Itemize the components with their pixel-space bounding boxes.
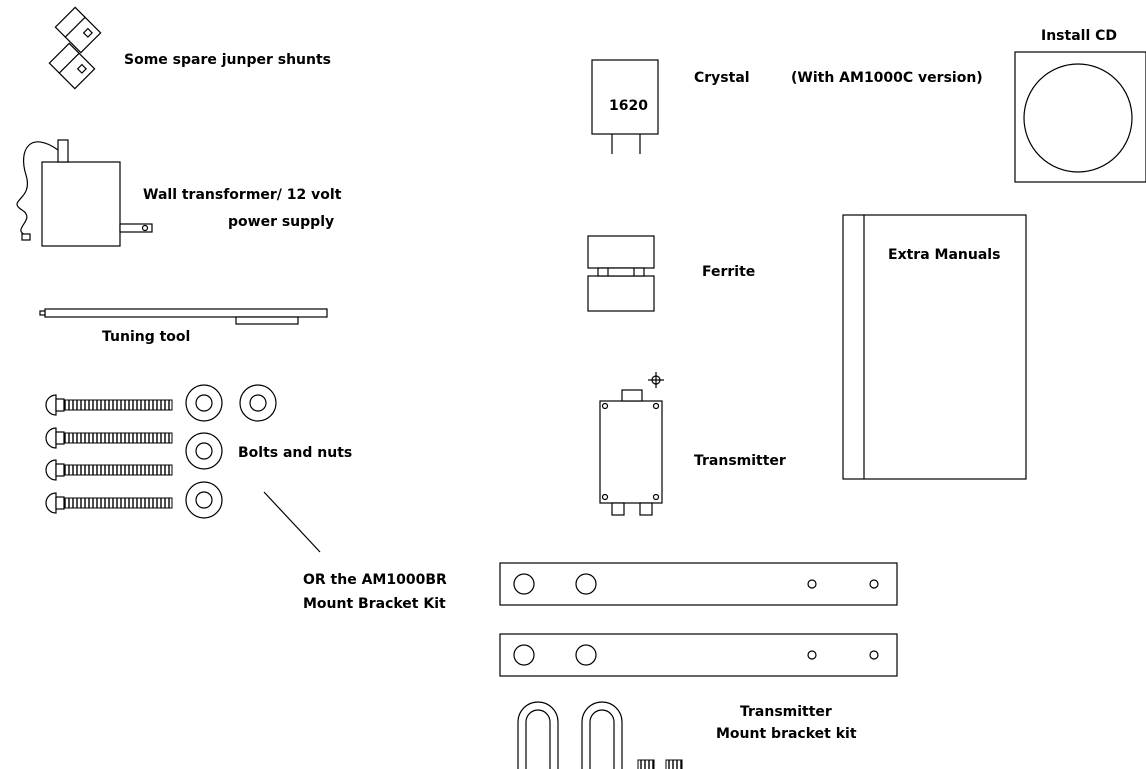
wall-transformer-label-2: power supply xyxy=(228,214,334,230)
nuts-illustration xyxy=(185,384,277,519)
mount-bracket-1 xyxy=(499,562,898,606)
tuning-tool-label: Tuning tool xyxy=(102,329,190,345)
mount-kit-label-2: Mount bracket kit xyxy=(716,726,857,742)
bolts-nuts-label: Bolts and nuts xyxy=(238,445,352,461)
jumper-shunts-label: Some spare junper shunts xyxy=(124,52,331,68)
mount-kit-label-1: Transmitter xyxy=(740,704,832,720)
ferrite-illustration xyxy=(587,235,655,312)
u-bolts-illustration xyxy=(517,701,683,769)
or-kit-label-2: Mount Bracket Kit xyxy=(303,596,446,612)
crystal-label: Crystal xyxy=(694,70,750,86)
extra-manuals-label: Extra Manuals xyxy=(888,247,1000,263)
ferrite-label: Ferrite xyxy=(702,264,755,280)
or-kit-label-1: OR the AM1000BR xyxy=(303,572,447,588)
jumper-shunts-illustration xyxy=(48,6,102,90)
mount-bracket-2 xyxy=(499,633,898,677)
crystal-version-note: (With AM1000C version) xyxy=(791,70,983,86)
crystal-illustration xyxy=(591,59,659,154)
install-cd-label: Install CD xyxy=(1041,28,1117,44)
extra-manuals-illustration xyxy=(842,214,1027,480)
tuning-tool-illustration xyxy=(39,308,328,325)
leader-line xyxy=(263,491,321,553)
wall-transformer-illustration xyxy=(16,139,153,247)
install-cd-illustration xyxy=(1014,51,1146,183)
bolts-illustration xyxy=(45,394,173,514)
wall-transformer-label-1: Wall transformer/ 12 volt xyxy=(143,187,342,203)
transmitter-illustration xyxy=(599,372,664,516)
crystal-marking: 1620 xyxy=(609,98,648,114)
transmitter-label: Transmitter xyxy=(694,453,786,469)
